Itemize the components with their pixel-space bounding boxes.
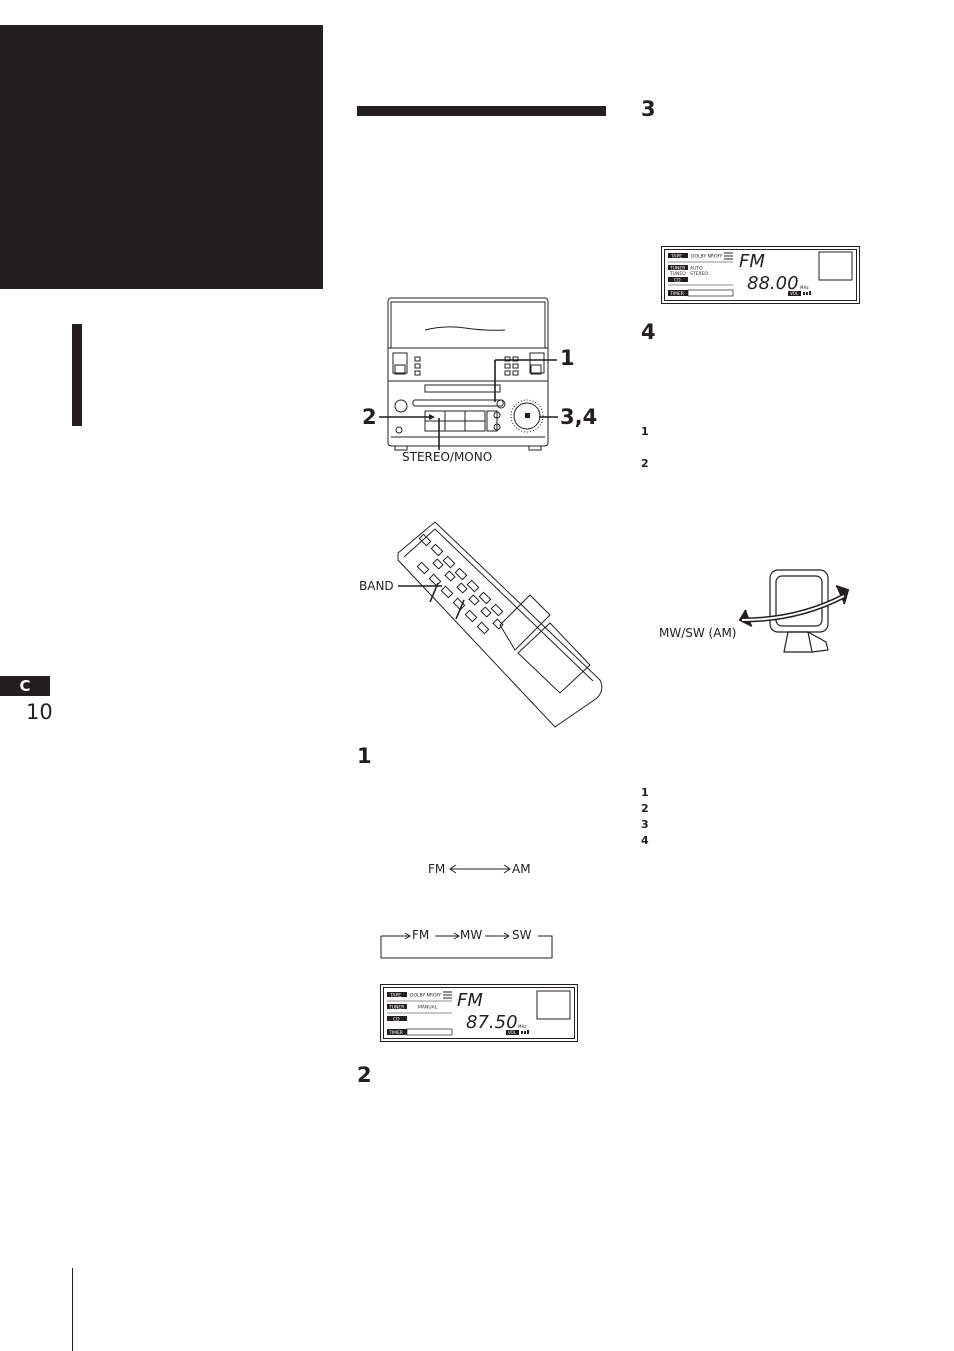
- substep-1-number: 1: [641, 425, 649, 438]
- stereo-unit-figure: [379, 297, 558, 451]
- step-2-number: 2: [357, 1063, 372, 1087]
- note-3-number: 3: [641, 818, 649, 831]
- callout-2: 2: [362, 405, 377, 429]
- timer-indicator: TIMER: [669, 291, 684, 297]
- band-cycle-loop: [380, 932, 553, 959]
- dolby-indicator: DOLBY NR: [691, 254, 714, 260]
- loop-antenna-figure: [738, 569, 850, 653]
- tuner-indicator: TUNER: [669, 266, 685, 272]
- vol-indicator: VOL: [790, 291, 799, 296]
- tape-indicator: TAPE: [389, 993, 401, 999]
- callout-3-4: 3,4: [560, 405, 598, 429]
- step-3-number: 3: [641, 97, 656, 121]
- unit-readout: MHz: [800, 285, 809, 290]
- frequency-readout: 87.50: [466, 1012, 518, 1033]
- unit-readout: MHz: [518, 1024, 527, 1029]
- note-4-number: 4: [641, 834, 649, 847]
- cycle-mw: MW: [460, 928, 483, 942]
- tuned-indicator: TUNED: [669, 271, 686, 277]
- frequency-readout: 88.00: [747, 273, 799, 294]
- display-panel-manual: TAPE DOLBY NR OFF TUNER MANUAL CD TIMER …: [380, 984, 578, 1042]
- note-2-number: 2: [641, 802, 649, 815]
- double-arrow-icon: [449, 864, 511, 874]
- step-4-number: 4: [641, 320, 656, 344]
- callout-1: 1: [560, 346, 575, 370]
- off-indicator: OFF: [714, 254, 723, 260]
- gutter-line: [72, 1268, 73, 1351]
- step-1-number: 1: [357, 744, 372, 768]
- note-1-number: 1: [641, 786, 649, 799]
- stereo-indicator: STEREO: [690, 271, 708, 277]
- chapter-header-block: [0, 25, 323, 289]
- cycle-fm-label: FM: [428, 862, 446, 876]
- band-readout: FM: [739, 251, 765, 272]
- remote-control-figure: [397, 521, 603, 728]
- band-readout: FM: [457, 990, 483, 1011]
- display-panel-auto: TAPE DOLBY NR OFF TUNER AUTO TUNED STERE…: [661, 246, 860, 304]
- cycle-sw: SW: [512, 928, 532, 942]
- side-marker-bar: [72, 324, 82, 426]
- stereo-mono-label: STEREO/MONO: [402, 450, 493, 464]
- off-indicator: OFF: [433, 993, 442, 999]
- cycle-am-label: AM: [512, 862, 531, 876]
- substep-2-number: 2: [641, 457, 649, 470]
- cd-indicator: CD: [674, 278, 681, 284]
- tape-indicator: TAPE: [670, 254, 682, 260]
- page-number: 10: [26, 700, 53, 724]
- antenna-label: MW/SW (AM): [659, 626, 737, 640]
- mode-indicator: AUTO: [690, 266, 703, 272]
- mode-indicator: MANUAL: [418, 1005, 438, 1011]
- heading-rule: [357, 106, 606, 116]
- cycle-fm: FM: [412, 928, 430, 942]
- cd-indicator: CD: [393, 1017, 400, 1023]
- tuner-indicator: TUNER: [388, 1005, 404, 1011]
- vol-indicator: VOL: [508, 1030, 517, 1035]
- band-label: BAND: [359, 579, 394, 593]
- timer-indicator: TIMER: [388, 1030, 403, 1036]
- section-tab: C: [0, 676, 50, 696]
- dolby-indicator: DOLBY NR: [410, 993, 433, 999]
